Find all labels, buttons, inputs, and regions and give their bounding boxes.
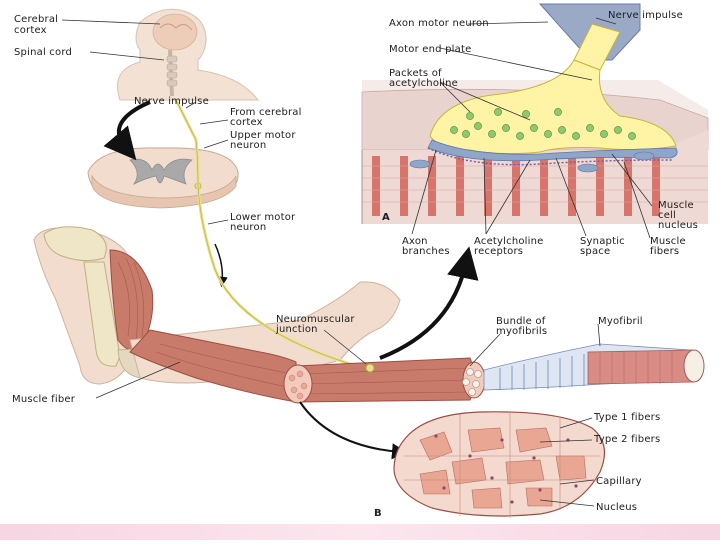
panel-b-muscle-section <box>393 411 606 518</box>
spinal-cord-section <box>87 147 239 209</box>
arrow-down-lower-motor <box>214 243 228 288</box>
label-type2-fibers: Type 2 fibers <box>594 434 661 445</box>
muscle-fiber-bundle <box>283 343 705 404</box>
label-axon-branches-line2: branches <box>402 246 450 257</box>
label-panel-a: A <box>382 212 390 223</box>
label-motor-end-plate: Motor end plate <box>389 44 472 55</box>
label-bundle-myofibrils-line2: myofibrils <box>496 326 548 337</box>
arrow-to-panel-b <box>299 401 408 460</box>
arrow-to-panel-a <box>379 246 479 360</box>
label-bundle-myofibrils-line1: Bundle of <box>496 316 546 327</box>
label-panel-b: B <box>374 508 382 519</box>
label-muscle-fiber: Muscle fiber <box>12 394 76 405</box>
acetylcholine-vesicles <box>450 108 636 140</box>
label-neuromuscular-junction-line1: Neuromuscular <box>276 314 355 325</box>
label-cerebral-cortex-line1: Cerebral <box>14 14 59 25</box>
muscle-fiber-stripes <box>372 156 660 216</box>
human-figure <box>117 8 260 101</box>
leader-lines <box>61 17 653 507</box>
label-axon-motor-neuron: Axon motor neuron <box>389 18 489 29</box>
label-synaptic-space-line2: space <box>580 246 611 257</box>
label-type1-fibers: Type 1 fibers <box>594 412 661 423</box>
label-from-cerebral-cortex-line2: cortex <box>230 117 263 128</box>
neuromuscular-junction-dot <box>365 363 375 373</box>
panel-a-motor-end-plate <box>361 3 709 224</box>
label-lower-motor-neuron-line1: Lower motor <box>230 212 296 223</box>
spine-vertebrae <box>166 55 178 87</box>
label-synaptic-space-line1: Synaptic <box>580 236 625 247</box>
label-myofibril: Myofibril <box>598 316 643 327</box>
arrow-to-spinal-section <box>103 100 151 161</box>
label-muscle-fibers-line2: fibers <box>650 246 680 257</box>
label-acetylcholine-receptors-line1: Acetylcholine <box>474 236 544 247</box>
label-nerve-impulse-left: Nerve impulse <box>134 96 209 107</box>
label-cerebral-cortex-line2: cortex <box>14 25 47 36</box>
label-acetylcholine-receptors-line2: receptors <box>474 246 524 257</box>
label-nerve-impulse-panel-a: Nerve impulse <box>608 10 683 21</box>
label-lower-motor-neuron-line2: neuron <box>230 222 267 233</box>
label-muscle-cell-nucleus-line2: cell <box>658 210 677 221</box>
label-capillary: Capillary <box>596 476 642 487</box>
label-upper-motor-neuron-line1: Upper motor <box>230 130 296 141</box>
label-neuromuscular-junction-line2: junction <box>276 324 318 335</box>
motor-nerve-outline <box>175 99 371 371</box>
label-packets-acetylcholine-line1: Packets of <box>389 68 442 79</box>
label-axon-branches-line1: Axon <box>402 236 428 247</box>
label-muscle-cell-nucleus-line3: nucleus <box>658 220 699 231</box>
label-muscle-fibers-line1: Muscle <box>650 236 686 247</box>
label-spinal-cord: Spinal cord <box>14 47 72 58</box>
label-upper-motor-neuron-line2: neuron <box>230 140 267 151</box>
label-muscle-cell-nucleus-line1: Muscle <box>658 200 694 211</box>
label-from-cerebral-cortex-line1: From cerebral <box>230 107 302 118</box>
label-nucleus: Nucleus <box>596 502 638 513</box>
label-packets-acetylcholine-line2: acetylcholine <box>389 78 458 89</box>
bottom-decorative-band <box>0 524 720 540</box>
